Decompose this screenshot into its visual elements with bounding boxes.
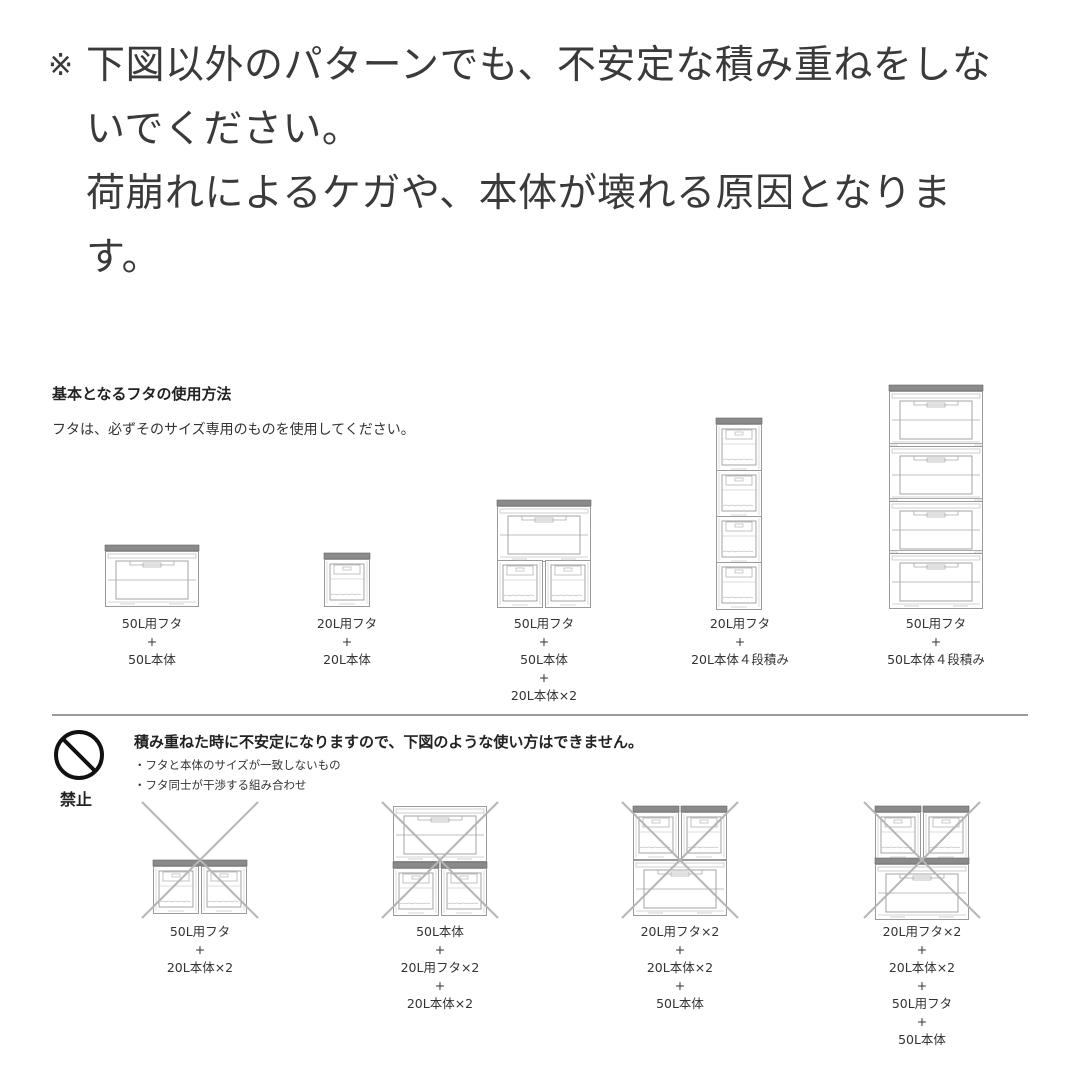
caption-bad-2: 50L本体 + 20L用フタ×2 + 20L本体×2 bbox=[400, 924, 480, 1011]
prohibited-bullet-1: ・フタと本体のサイズが一致しないもの bbox=[134, 758, 341, 772]
caption-basic-4: 20L用フタ + 20L本体４段積み bbox=[691, 616, 789, 667]
reference-mark: ※ bbox=[48, 48, 74, 83]
notice-line-3: 荷崩れによるケガや、本体が壊れる原因となりま bbox=[86, 171, 952, 216]
caption-basic-1: 50L用フタ + 50L本体 bbox=[121, 616, 183, 667]
notice-line-4: す。 bbox=[86, 235, 162, 280]
caption-bad-4: 20L用フタ×2 + 20L本体×2 + 50L用フタ + 50L本体 bbox=[882, 924, 962, 1047]
figure-20l-four-tier bbox=[715, 417, 763, 610]
figure-bad-20l-on-50l-lid bbox=[863, 801, 981, 920]
figure-50l-four-tier bbox=[888, 384, 984, 609]
basic-usage-subtitle: フタは、必ずそのサイズ専用のものを使用してください。 bbox=[52, 422, 415, 438]
figure-bad-50l-lid-on-two-20l bbox=[141, 801, 259, 919]
figure-20l-lid-20l-body bbox=[323, 552, 371, 607]
prohibited-icon bbox=[54, 730, 104, 780]
caption-bad-3: 20L用フタ×2 + 20L本体×2 + 50L本体 bbox=[640, 924, 720, 1011]
prohibited-bullet-2: ・フタ同士が干渉する組み合わせ bbox=[134, 778, 307, 792]
basic-usage-title: 基本となるフタの使用方法 bbox=[52, 385, 232, 403]
prohibited-title: 積み重ねた時に不安定になりますので、下図のような使い方はできません。 bbox=[134, 733, 643, 751]
caption-bad-1: 50L用フタ + 20L本体×2 bbox=[166, 924, 234, 975]
caption-basic-5: 50L用フタ + 50L本体４段積み bbox=[887, 616, 985, 667]
figure-bad-20l-on-50l-body bbox=[621, 801, 739, 919]
figure-50l-lid-50l-body bbox=[104, 544, 200, 607]
notice-line-1: 下図以外のパターンでも、不安定な積み重ねをしな bbox=[86, 43, 992, 88]
caption-basic-3: 50L用フタ + 50L本体 + 20L本体×2 bbox=[510, 616, 578, 703]
section-divider bbox=[52, 714, 1028, 716]
notice-line-2: いでください。 bbox=[86, 107, 362, 152]
caption-basic-2: 20L用フタ + 20L本体 bbox=[316, 616, 378, 667]
prohibited-label: 禁止 bbox=[60, 790, 93, 809]
figure-bad-50l-body-on-20l-lids bbox=[381, 801, 499, 919]
figure-50l-on-two-20l bbox=[496, 499, 592, 608]
